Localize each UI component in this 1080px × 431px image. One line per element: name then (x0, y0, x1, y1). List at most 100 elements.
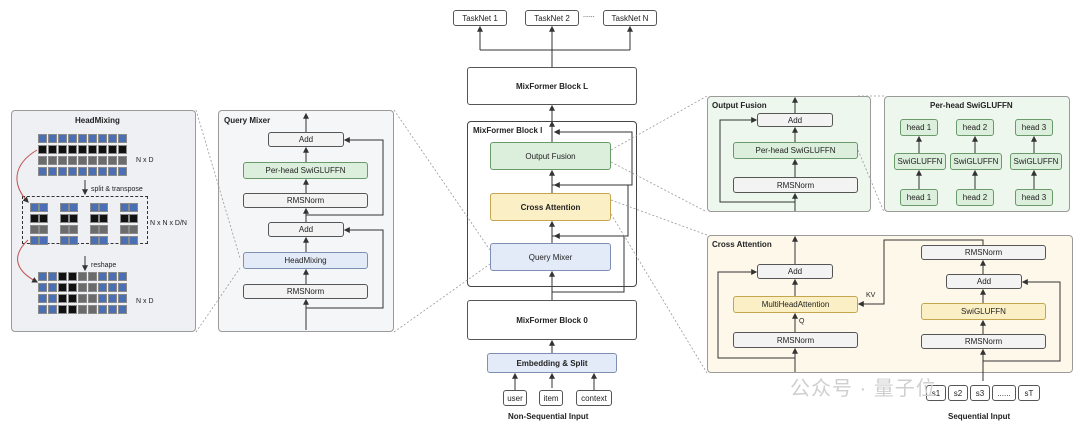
grid-cell (98, 167, 107, 176)
of-perhead-swiglu: Per-head SwiGLUFFN (733, 142, 858, 159)
grid-cell (38, 134, 47, 143)
tasknet-1: TaskNet 1 (453, 10, 507, 26)
grid-cell (39, 225, 48, 234)
grid-cell (30, 203, 39, 212)
ca-rmsnorm-right-bottom: RMSNorm (921, 334, 1046, 349)
ph-swiglu-3: SwiGLUFFN (1010, 153, 1062, 170)
grid-cell (68, 283, 77, 292)
grid-cell (99, 203, 108, 212)
grid-cell (68, 294, 77, 303)
grid-cell (88, 305, 97, 314)
grid-cell (38, 167, 47, 176)
seq-ellipsis: ...... (992, 385, 1016, 401)
grid-cell (118, 167, 127, 176)
qm-add-top: Add (268, 132, 344, 147)
ph-head3-bottom: head 3 (1015, 189, 1053, 206)
grid-cell (108, 283, 117, 292)
grid-cell (48, 294, 57, 303)
grid-cell (88, 272, 97, 281)
grid-cell (118, 272, 127, 281)
grid-cell (90, 203, 99, 212)
grid-cell (99, 214, 108, 223)
grid-cell (38, 272, 47, 281)
grid-cell (68, 134, 77, 143)
grid-cell (60, 203, 69, 212)
grid-cell (90, 236, 99, 245)
ph-head1-bottom: head 1 (900, 189, 938, 206)
grid-cell (129, 225, 138, 234)
grid-cell (58, 305, 67, 314)
grid-cell (38, 145, 47, 154)
grid-cell (88, 167, 97, 176)
qm-rmsnorm-top: RMSNorm (243, 193, 368, 208)
center-cross-attention: Cross Attention (490, 193, 611, 221)
grid-cell (39, 214, 48, 223)
grid-cell (118, 145, 127, 154)
split-grid-frame (22, 196, 148, 244)
mixformer-block-l: MixFormer Block L (467, 67, 637, 105)
grid-cell (39, 236, 48, 245)
grid-cell (120, 214, 129, 223)
grid-cell (69, 203, 78, 212)
grid-cell (68, 167, 77, 176)
grid-cell (38, 294, 47, 303)
grid-cell (108, 167, 117, 176)
grid-cell (98, 283, 107, 292)
qm-rmsnorm-bottom: RMSNorm (243, 284, 368, 299)
grid-cell (68, 145, 77, 154)
grid-cell (129, 214, 138, 223)
ca-rmsnorm-left: RMSNorm (733, 332, 858, 348)
grid-cell (129, 203, 138, 212)
ph-head2-top: head 2 (956, 119, 994, 136)
grid-cell (129, 236, 138, 245)
grid-cell (90, 214, 99, 223)
ca-kv-label: KV (866, 292, 876, 299)
grid-cell (108, 294, 117, 303)
input-context: context (576, 390, 612, 406)
grid-cell (88, 294, 97, 303)
grid-cell (98, 134, 107, 143)
sequential-input-label: Sequential Input (948, 412, 1011, 421)
grid-cell (118, 283, 127, 292)
ca-add-right: Add (946, 274, 1022, 289)
grid-cell (30, 225, 39, 234)
grid-cell (108, 134, 117, 143)
label-nxd-top: N x D (136, 157, 154, 164)
grid-cell (48, 305, 57, 314)
grid-cell (78, 145, 87, 154)
grid-cell (69, 236, 78, 245)
grid-cell (118, 294, 127, 303)
grid-cell (48, 272, 57, 281)
label-nxnxd: N x N x D/N (150, 220, 187, 227)
center-output-fusion: Output Fusion (490, 142, 611, 170)
grid-cell (98, 145, 107, 154)
perhead-swiglu-title: Per-head SwiGLUFFN (930, 101, 1013, 110)
ca-swiglu: SwiGLUFFN (921, 303, 1046, 320)
seq-s2: s2 (948, 385, 968, 401)
grid-cell (120, 203, 129, 212)
qm-headmixing: HeadMixing (243, 252, 368, 269)
watermark: 公众号 · 量子位 (790, 378, 937, 400)
grid-cell (60, 225, 69, 234)
input-user: user (503, 390, 527, 406)
grid-cell (39, 203, 48, 212)
grid-cell (68, 156, 77, 165)
grid-cell (78, 134, 87, 143)
grid-cell (108, 145, 117, 154)
grid-cell (38, 283, 47, 292)
grid-cell (98, 305, 107, 314)
center-query-mixer: Query Mixer (490, 243, 611, 271)
ca-mha: MultiHeadAttention (733, 296, 858, 313)
grid-cell (58, 134, 67, 143)
grid-cell (118, 156, 127, 165)
grid-cell (88, 156, 97, 165)
grid-cell (48, 283, 57, 292)
grid-cell (58, 272, 67, 281)
mixformer-block-0: MixFormer Block 0 (467, 300, 637, 340)
output-fusion-title: Output Fusion (712, 101, 767, 110)
grid-cell (60, 236, 69, 245)
grid-cell (78, 272, 87, 281)
grid-cell (90, 225, 99, 234)
ph-swiglu-1: SwiGLUFFN (894, 153, 946, 170)
